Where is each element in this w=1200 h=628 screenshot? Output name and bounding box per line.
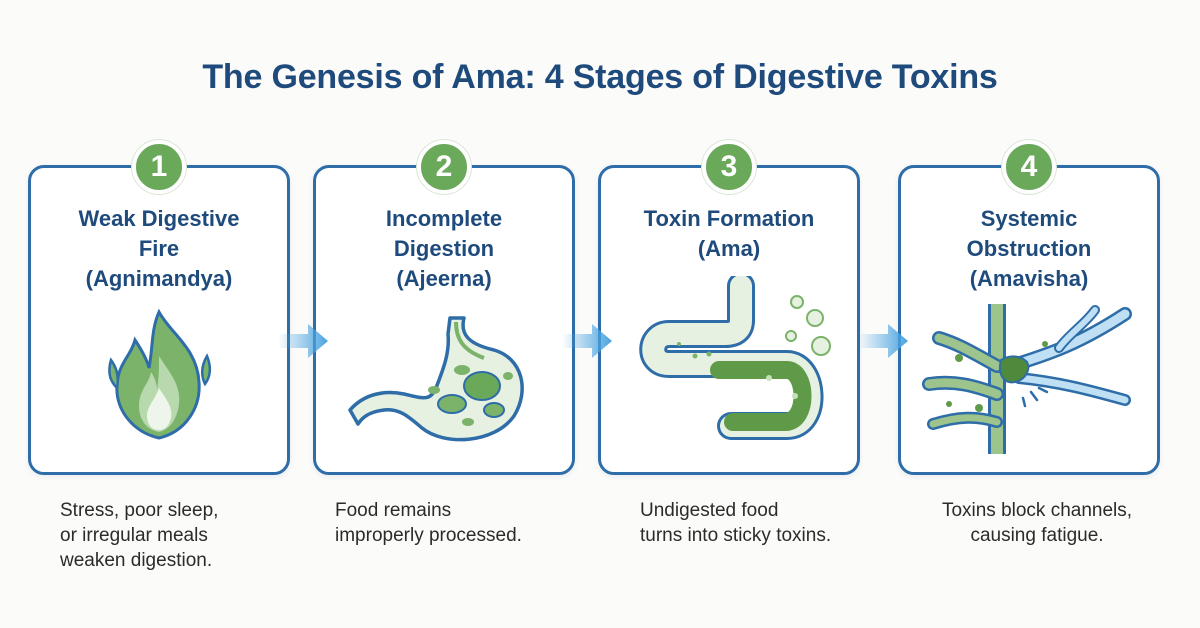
description-line: weaken digestion.	[60, 550, 213, 571]
stage-title: Toxin Formation (Ama)	[613, 204, 845, 264]
intestine-icon	[601, 276, 857, 454]
description-line: Undigested food	[640, 500, 779, 521]
stage-title-line: Fire	[138, 236, 180, 261]
arrow-right-icon	[858, 322, 910, 360]
stage-card-3: 3 Toxin Formation (Ama)	[598, 140, 860, 475]
stage-title-line: (Agnimandya)	[85, 266, 233, 291]
stage-title-line: Incomplete	[385, 206, 503, 231]
description-line: Food remains	[335, 500, 452, 521]
stage-description: Toxins block channels, causing fatigue.	[912, 498, 1162, 548]
page-title: The Genesis of Ama: 4 Stages of Digestiv…	[202, 58, 998, 96]
stage-title-line: Toxin Formation	[643, 206, 815, 231]
stomach-icon	[316, 304, 572, 454]
stage-title-line: (Ajeerna)	[396, 266, 492, 291]
stage-number-badge: 1	[132, 140, 186, 194]
stage-title-line: (Amavisha)	[969, 266, 1089, 291]
stage-title-line: Systemic	[980, 206, 1078, 231]
stage-title-line: Digestion	[393, 236, 495, 261]
description-line: Stress, poor sleep,	[60, 500, 219, 521]
fire-icon	[31, 304, 287, 454]
stage-description: Stress, poor sleep, or irregular meals w…	[60, 498, 280, 573]
description-line: Toxins block channels,	[941, 500, 1133, 521]
stage-card-4: 4 Systemic Obstruction (Amavisha)	[898, 140, 1160, 475]
description-line: improperly processed.	[335, 525, 522, 546]
description-line: or irregular meals	[60, 525, 208, 546]
stage-number-badge: 2	[417, 140, 471, 194]
stage-description: Food remains improperly processed.	[335, 498, 585, 548]
description-line: causing fatigue.	[970, 525, 1104, 546]
stage-title: Incomplete Digestion (Ajeerna)	[328, 204, 560, 294]
stage-title-line: Weak Digestive	[78, 206, 240, 231]
stage-card-2: 2 Incomplete Digestion (Ajeerna)	[313, 140, 575, 475]
stage-number-badge: 3	[702, 140, 756, 194]
arrow-right-icon	[562, 322, 614, 360]
blocked-channels-icon	[901, 304, 1157, 454]
stage-title-line: (Ama)	[697, 236, 761, 261]
stage-title: Weak Digestive Fire (Agnimandya)	[43, 204, 275, 294]
description-line: turns into sticky toxins.	[640, 525, 832, 546]
stage-number-badge: 4	[1002, 140, 1056, 194]
stage-title: Systemic Obstruction (Amavisha)	[913, 204, 1145, 294]
stage-title-line: Obstruction	[966, 236, 1092, 261]
stage-description: Undigested food turns into sticky toxins…	[640, 498, 890, 548]
arrow-right-icon	[278, 322, 330, 360]
stage-card-1: 1 Weak Digestive Fire (Agnimandya)	[28, 140, 290, 475]
